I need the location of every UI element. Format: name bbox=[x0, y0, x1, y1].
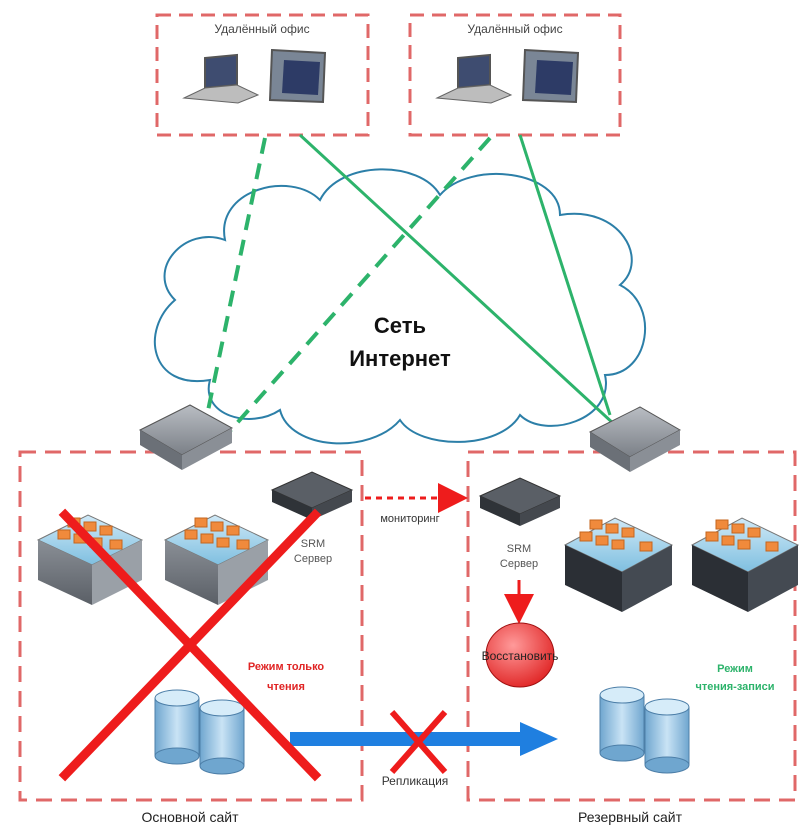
backup-mode-line1: Режим bbox=[717, 663, 753, 675]
datastore-icon bbox=[599, 686, 690, 774]
router-icon bbox=[138, 404, 234, 470]
main-site: Основной сайт bbox=[18, 450, 364, 825]
esx-host-icon bbox=[163, 514, 270, 605]
site-failure-cross bbox=[58, 508, 322, 782]
remote-office-left-label: Удалённый офис bbox=[214, 22, 309, 36]
replication-link: Репликация bbox=[290, 722, 558, 788]
restore-label: Восстановить bbox=[482, 649, 559, 663]
monitoring-link: мониторинг bbox=[365, 483, 468, 525]
cloud-label-line1: Сеть bbox=[374, 313, 426, 338]
main-mode-line2: чтения bbox=[267, 681, 305, 693]
esx-host-icon bbox=[563, 517, 674, 612]
srm-server-backup-line2: Сервер bbox=[500, 558, 538, 570]
backup-site-label: Резервный сайт bbox=[578, 809, 683, 825]
remote-office-right: Удалённый офис bbox=[408, 13, 622, 137]
replication-label: Репликация bbox=[382, 774, 449, 788]
main-site-label: Основной сайт bbox=[141, 809, 239, 825]
srm-server-backup: SRM Сервер bbox=[478, 477, 562, 570]
main-mode-line1: Режим только bbox=[248, 661, 325, 673]
esx-host-icon bbox=[690, 517, 800, 612]
backup-mode-line2: чтения-записи bbox=[695, 681, 774, 693]
vpn-link-dashed bbox=[203, 137, 267, 426]
monitoring-label: мониторинг bbox=[380, 513, 439, 525]
remote-office-left: Удалённый офис bbox=[155, 13, 370, 137]
datastore-icon bbox=[154, 689, 245, 775]
remote-office-right-label: Удалённый офис bbox=[467, 22, 562, 36]
srm-server-backup-line1: SRM bbox=[507, 543, 531, 555]
srm-server-main-line1: SRM bbox=[301, 538, 325, 550]
srm-server-main-line2: Сервер bbox=[294, 553, 332, 565]
router-icon bbox=[588, 406, 682, 472]
vpn-link-dashed bbox=[220, 136, 492, 442]
cloud-label-line2: Интернет bbox=[349, 346, 451, 371]
network-links bbox=[203, 133, 617, 442]
desktop-monitor-icon bbox=[268, 48, 327, 104]
esx-host-icon bbox=[36, 514, 144, 605]
restore-circle bbox=[485, 622, 555, 688]
desktop-monitor-icon bbox=[521, 48, 580, 104]
replication-failure-cross bbox=[389, 710, 448, 774]
internet-cloud: Сеть Интернет bbox=[153, 168, 646, 445]
srm-server-main: SRM Сервер bbox=[270, 471, 354, 565]
vpn-link-solid bbox=[298, 133, 617, 427]
laptop-icon bbox=[435, 53, 513, 104]
restore-action: Восстановить bbox=[482, 580, 559, 688]
laptop-icon bbox=[182, 53, 260, 104]
vpn-link-solid bbox=[518, 134, 612, 416]
